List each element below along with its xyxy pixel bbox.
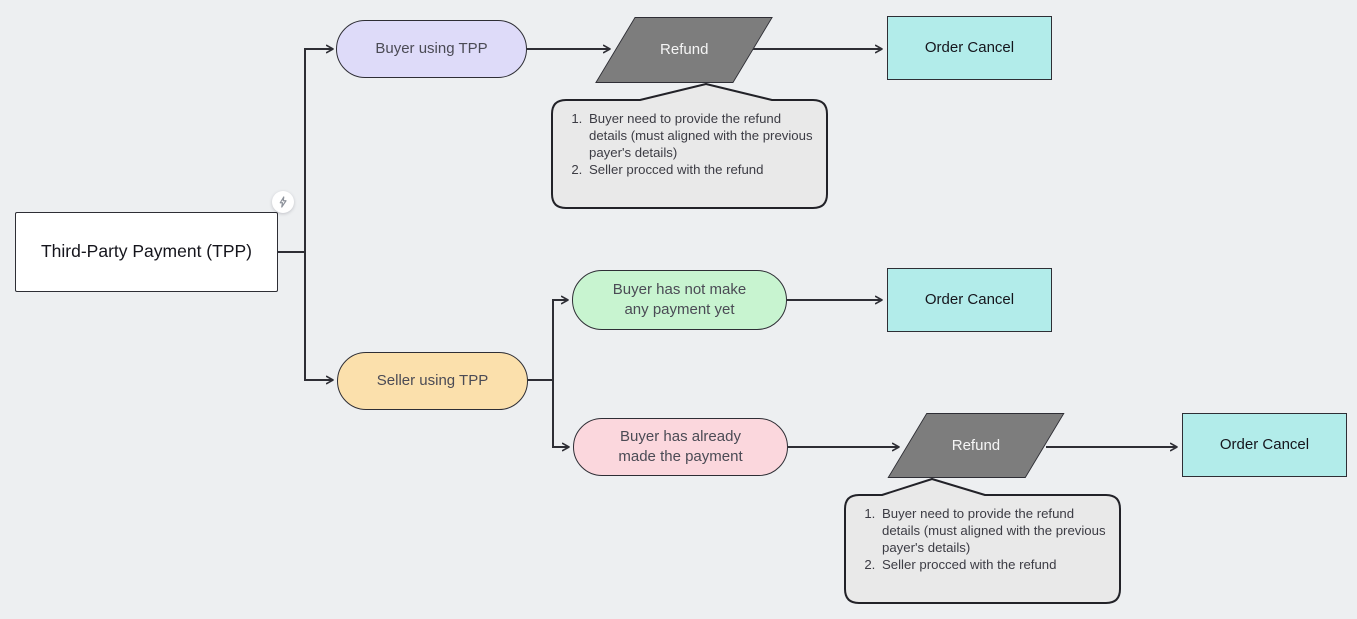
node-label: Order Cancel <box>924 291 1015 309</box>
node-third-party-payment[interactable]: Third-Party Payment (TPP) <box>15 212 278 292</box>
node-label: Refund <box>951 436 1001 454</box>
flash-badge[interactable] <box>272 191 294 213</box>
connector-root-to-buyer <box>278 44 334 253</box>
callout-text-bottom: Buyer need to provide the refund details… <box>845 505 1115 574</box>
connector-root-to-seller <box>304 252 334 385</box>
node-label: Seller using TPP <box>376 372 489 390</box>
node-label: Order Cancel <box>1219 436 1310 454</box>
node-seller-using-tpp[interactable]: Seller using TPP <box>337 352 528 410</box>
callout-text-top: Buyer need to provide the refund details… <box>552 110 822 179</box>
flash-icon <box>279 196 287 208</box>
callout-item: Buyer need to provide the refund details… <box>879 505 1115 556</box>
callout-list: Buyer need to provide the refund details… <box>552 110 822 179</box>
node-buyer-already-paid[interactable]: Buyer has already made the payment <box>573 418 788 476</box>
node-label: Refund <box>659 41 709 59</box>
callout-bubble-bottom[interactable] <box>844 478 1121 604</box>
callout-list: Buyer need to provide the refund details… <box>845 505 1115 574</box>
node-order-cancel-bottom[interactable]: Order Cancel <box>1182 413 1347 477</box>
node-label: Order Cancel <box>924 39 1015 57</box>
connector-seller-to-paid <box>552 380 570 452</box>
callout-item: Buyer need to provide the refund details… <box>586 110 822 161</box>
node-order-cancel-mid[interactable]: Order Cancel <box>887 268 1052 332</box>
node-label: Buyer has not make any payment yet <box>612 281 747 318</box>
callout-item: Seller procced with the refund <box>586 161 822 178</box>
connector-seller-to-nopayment <box>528 295 569 381</box>
node-label: Third-Party Payment (TPP) <box>40 241 253 262</box>
node-label: Buyer has already made the payment <box>618 428 743 465</box>
node-buyer-no-payment[interactable]: Buyer has not make any payment yet <box>572 270 787 330</box>
callout-bubble-top[interactable] <box>551 83 828 209</box>
node-buyer-using-tpp[interactable]: Buyer using TPP <box>336 20 527 78</box>
callout-item: Seller procced with the refund <box>879 556 1115 573</box>
node-label: Buyer using TPP <box>375 40 488 58</box>
node-order-cancel-top[interactable]: Order Cancel <box>887 16 1052 80</box>
